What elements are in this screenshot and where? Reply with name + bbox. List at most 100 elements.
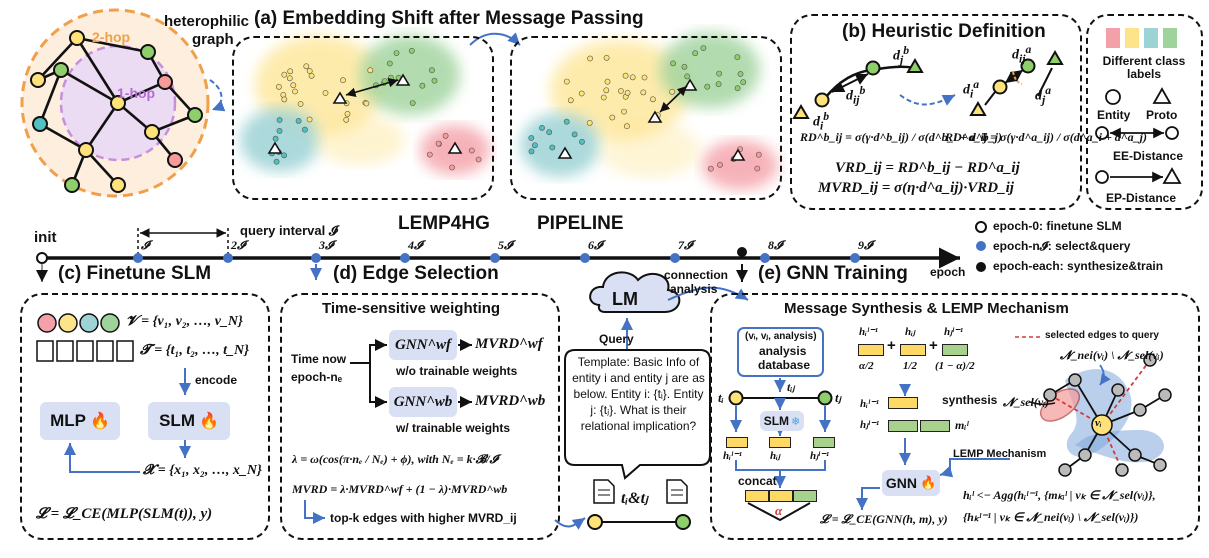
embedding-dot — [435, 140, 442, 147]
slm-frozen-label: SLM — [763, 414, 790, 428]
embedding-dot — [704, 83, 711, 90]
embedding-dot — [409, 100, 416, 106]
embedding-dot — [532, 142, 538, 149]
embedding-dot — [301, 126, 308, 133]
embedding-dot — [586, 120, 593, 126]
panel-a-after-frame — [510, 36, 782, 200]
embedding-dot — [641, 74, 648, 81]
pipeline-title-2: PIPELINE — [537, 213, 624, 234]
embedding-dot — [740, 79, 747, 86]
embedding-dot — [426, 151, 433, 158]
embedding-dot — [734, 85, 741, 92]
legend-epoch-each: epoch-each: synthesize&train — [993, 259, 1164, 273]
embedding-dot — [624, 89, 631, 96]
time-sensitive-subtitle: Time-sensitive weighting — [322, 300, 501, 317]
tick-dot — [670, 253, 680, 263]
mlp-box: MLP🔥 — [40, 402, 120, 440]
concat-token-3 — [793, 490, 817, 502]
db-head: (vᵢ, vⱼ, analysis) — [745, 331, 817, 342]
embedding-dot — [297, 101, 304, 107]
heuristic-drawing — [792, 50, 1064, 119]
tick-label: 8𝓘 — [768, 238, 783, 252]
embedding-dot — [308, 72, 315, 79]
epoch-n-label: epoch-nₑ — [291, 370, 343, 384]
panel-b-frame — [790, 14, 1082, 210]
gnn-wf-box: GNN^wf — [389, 330, 457, 360]
embedding-dot — [344, 111, 351, 117]
slm-box: SLM🔥 — [148, 402, 230, 440]
embedding-dot — [603, 87, 610, 94]
v-set-eq: 𝓥 = {v₁, v₂, …, v_N} — [126, 314, 243, 329]
tick-dot — [490, 253, 500, 263]
concat-token-2 — [769, 490, 793, 502]
tick-label: 2𝓘 — [231, 238, 246, 252]
tick-dot — [580, 253, 590, 263]
panel-b-title: (b) Heuristic Definition — [842, 21, 1046, 42]
embedding-dot — [276, 127, 283, 134]
embedding-dot — [549, 144, 556, 151]
hj-label: hⱼˡ⁻¹ — [810, 450, 830, 462]
panel-c-frame — [20, 293, 270, 540]
db-line1: analysis — [759, 344, 807, 358]
gnn-wf-label: GNN^wf — [394, 336, 452, 353]
eq-vrd: VRD_ij = RD^b_ij − RD^a_ij — [835, 160, 1020, 176]
embedding-dot — [276, 117, 283, 123]
gnn-label: GNN — [885, 475, 917, 491]
gnn-wb-box: GNN^wb — [389, 387, 457, 417]
query-interval-label: query interval 𝓘 — [240, 223, 338, 238]
weight-2: 1/2 — [903, 360, 918, 372]
eq-rd-a: RD^a_ij = σ(γ·d^a_ij) / σ(d^a_i + d^a_j) — [945, 130, 1147, 144]
label-d-ij-a: dija — [1012, 43, 1032, 66]
embedding-before — [240, 35, 490, 175]
embedding-dot — [618, 88, 624, 94]
concat-token-1 — [745, 490, 769, 502]
tj-label: tⱼ — [835, 390, 841, 405]
embedding-dot — [292, 88, 298, 95]
embedding-dot — [431, 77, 438, 84]
gnn-box: GNN🔥 — [882, 470, 940, 496]
embedding-dot — [600, 94, 607, 101]
lm-label: LM — [612, 289, 638, 309]
tick-dot — [400, 253, 410, 263]
w-token-1 — [858, 344, 884, 356]
slm-label: SLM — [159, 411, 195, 430]
legend-epoch0: epoch-0: finetune SLM — [993, 219, 1122, 233]
epoch-axis-label: epoch — [930, 265, 966, 279]
h-i-synth: hᵢˡ⁻¹ — [860, 398, 879, 410]
legend-drawing — [1095, 28, 1182, 184]
embedding-dot — [442, 132, 449, 139]
panel-e-title: (e) GNN Training — [758, 263, 908, 284]
fire-icon: 🔥 — [198, 413, 219, 430]
tick-dot — [760, 253, 770, 263]
label-d-j-b: djb — [893, 44, 910, 67]
ti-label: tᵢ — [718, 390, 724, 405]
embedding-dot — [603, 54, 610, 61]
one-hop-label: 1-hop — [117, 85, 156, 101]
embedding-dot — [468, 147, 475, 154]
embedding-dot — [343, 116, 350, 123]
embedding-dot — [754, 165, 761, 172]
plus-1: + — [887, 337, 896, 354]
embedding-dot — [755, 151, 762, 158]
proto-label: Proto — [1146, 108, 1178, 122]
concat-label: concat — [738, 474, 777, 488]
db-line2: database — [758, 358, 811, 372]
embedding-dot — [428, 67, 435, 74]
encode-label: encode — [195, 373, 238, 387]
gnn-loss: 𝓛 = 𝓛_CE(GNN(h, m), y) — [820, 512, 948, 526]
hj-token — [813, 437, 835, 448]
w-weights-label: w/ trainable weights — [396, 421, 511, 435]
embedding-dot — [579, 138, 585, 145]
panel-a-title: (a) Embedding Shift after Message Passin… — [254, 8, 644, 29]
agg-line2: {hₖˡ⁻¹ | vₖ ∈ 𝓝_nei(vᵢ) \ 𝓝_sel(vᵢ)}) — [963, 510, 1139, 524]
embedding-dot — [692, 50, 699, 57]
embedding-dot — [393, 50, 400, 56]
embedding-dot — [306, 116, 313, 123]
embedding-dot — [715, 81, 722, 88]
embedding-dot — [563, 78, 570, 85]
query-label: Query — [599, 332, 634, 346]
tij-label: tᵢⱼ — [787, 380, 795, 394]
slm-frozen-box: SLM❄ — [760, 411, 804, 431]
embedding-dot — [303, 63, 310, 70]
